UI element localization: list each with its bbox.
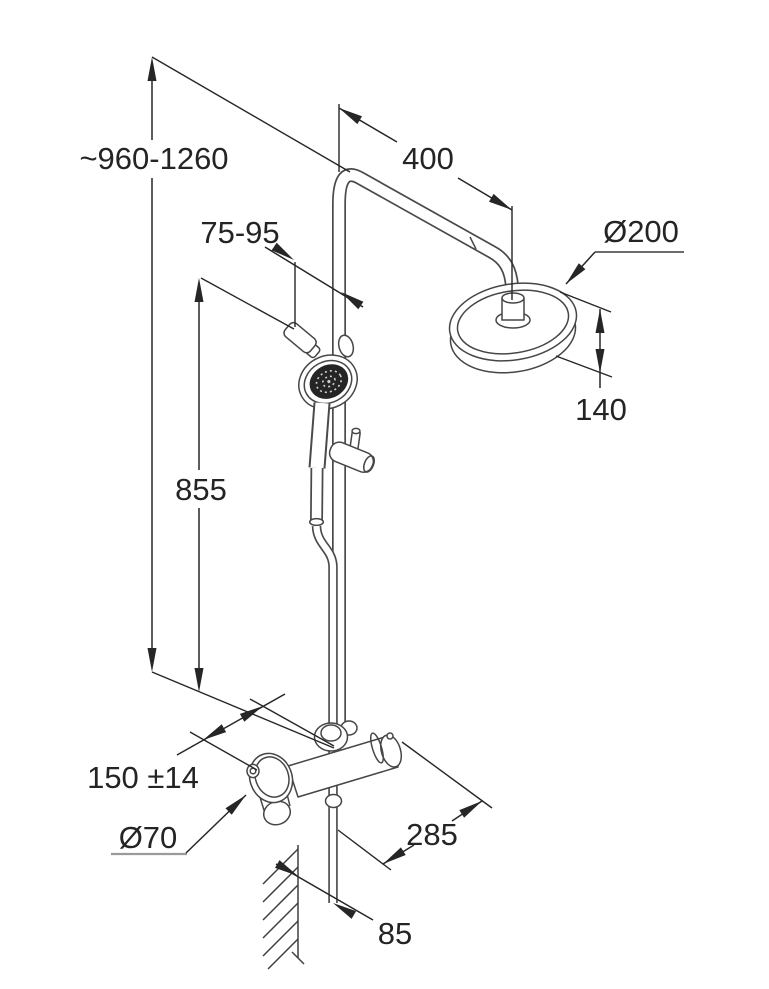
- hand-shower-grip: [308, 402, 331, 527]
- dim-height-range: ~960-1260: [79, 56, 351, 749]
- rail-height-label: 855: [175, 472, 227, 507]
- head-drop-label: 140: [575, 392, 627, 427]
- dim-handle-diameter: Ø70: [111, 794, 247, 856]
- cartridge-ring: [370, 732, 384, 764]
- projection-label: 285: [406, 817, 458, 852]
- valve-offset-label: 150 ±14: [87, 760, 199, 795]
- head-diameter-label: Ø200: [603, 214, 679, 249]
- safety-button: [246, 763, 260, 779]
- hand-shower-head: [298, 354, 358, 410]
- hand-shower-slider: [283, 321, 355, 359]
- shower-hose: [311, 525, 338, 903]
- height-range-label: ~960-1260: [79, 141, 228, 176]
- arm-length-label: 400: [402, 141, 454, 176]
- dim-rail-height: 855: [175, 277, 295, 692]
- shower-holder-clamp: [328, 427, 375, 473]
- overhead-shower-head: [448, 282, 578, 374]
- mixer-handle-left: [246, 752, 294, 826]
- dim-projection: 285: [337, 741, 493, 871]
- dim-wall-distance: 85: [275, 860, 412, 951]
- wall-distance-label: 85: [378, 916, 412, 951]
- riser-pipe-and-arm: [332, 168, 519, 737]
- dim-arm-length: 400: [338, 104, 513, 300]
- holder-offset-label: 75-95: [200, 215, 279, 250]
- cap-screw: [386, 732, 394, 740]
- thermostat-mixer: [246, 720, 403, 826]
- dim-holder-offset: 75-95: [200, 215, 364, 327]
- hose-outlet-nut: [324, 793, 343, 809]
- dim-head-diameter: Ø200: [565, 214, 684, 285]
- mixer-body: [287, 735, 399, 798]
- dim-head-drop: 140: [555, 291, 627, 427]
- handle-diameter-label: Ø70: [119, 820, 178, 855]
- dim-valve-offset: 150 ±14: [87, 693, 335, 795]
- head-connector-nut: [495, 292, 531, 329]
- arm-joint-line: [469, 236, 477, 250]
- mixer-cap-right: [379, 734, 403, 768]
